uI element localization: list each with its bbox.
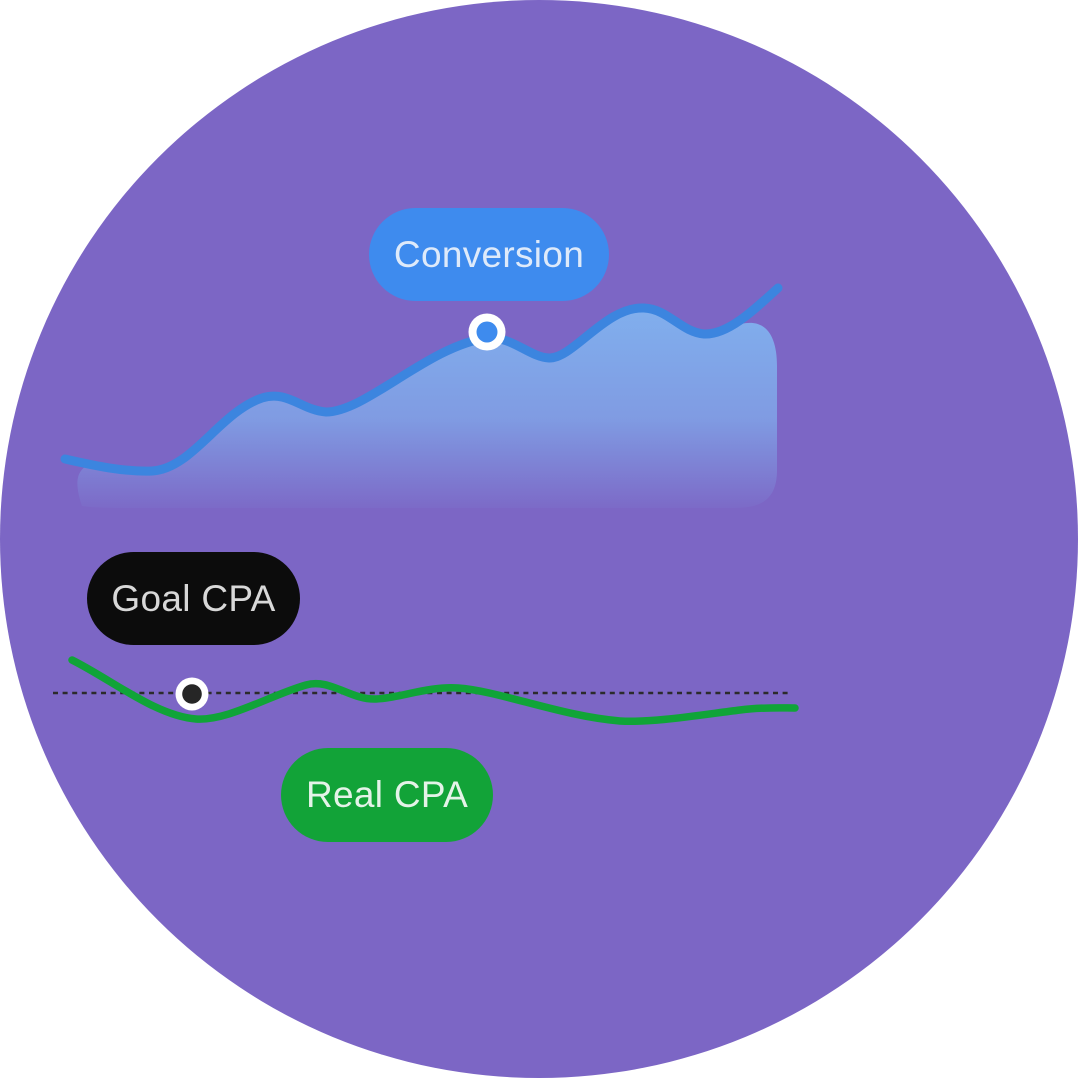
conversion-area-fill <box>77 309 777 508</box>
conversion-line <box>60 283 783 476</box>
goal-cpa-label-pill: Goal CPA <box>87 552 300 645</box>
conversion-label-pill: Conversion <box>369 208 609 301</box>
conversion-label-text: Conversion <box>393 233 585 275</box>
conversion-marker-dot <box>476 321 498 343</box>
real-cpa-label-text: Real CPA <box>305 774 469 815</box>
goal-cpa-marker-dot <box>182 684 202 704</box>
real-cpa-label-pill: Real CPA <box>281 748 493 842</box>
real-cpa-line <box>68 656 799 726</box>
goal-cpa-label-text: Goal CPA <box>111 577 276 619</box>
